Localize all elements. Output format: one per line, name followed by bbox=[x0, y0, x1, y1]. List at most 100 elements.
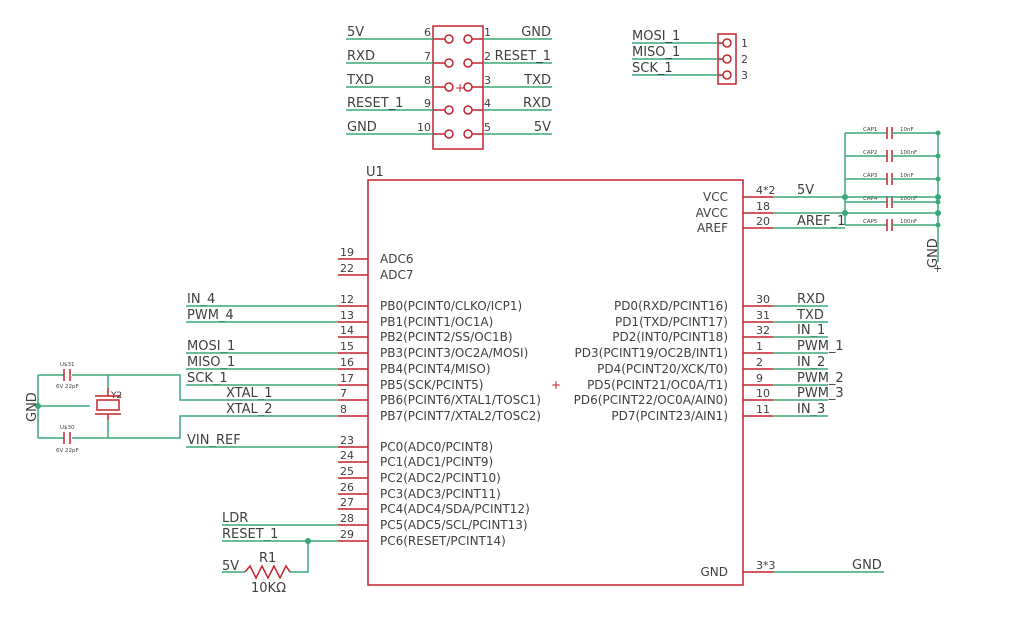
crystal-name: Y2 bbox=[110, 391, 122, 401]
u1-left-pin-num: 12 bbox=[340, 293, 354, 306]
header3-pin-hole bbox=[722, 38, 732, 48]
header10-right-pin: 5 bbox=[484, 121, 491, 134]
u1-left-pin-num: 8 bbox=[340, 403, 347, 416]
u1-left-pin-name: PC5(ADC5/SCL/PCINT13) bbox=[380, 518, 528, 532]
header10-left-pin: 10 bbox=[417, 121, 431, 134]
u1-right-net-label: IN_1 bbox=[797, 323, 825, 338]
u1-left-pin-name: PC3(ADC3/PCINT11) bbox=[380, 487, 501, 501]
u1-right-pin-num: 10 bbox=[756, 387, 770, 400]
u1-left-pin-num: 17 bbox=[340, 372, 354, 385]
u1-right-pin-name: PD4(PCINT20/XCK/T0) bbox=[597, 362, 728, 376]
header3-net: SCK_1 bbox=[632, 61, 673, 76]
header10-pin-hole bbox=[463, 105, 473, 115]
u1-right-pin-num: 18 bbox=[756, 200, 770, 213]
cap-junction bbox=[935, 199, 941, 205]
u1-left-pin-name: PC0(ADC0/PCINT8) bbox=[380, 440, 493, 454]
header10-left-pin: 9 bbox=[424, 97, 431, 110]
u1-right-pin-name: PD1(TXD/PCINT17) bbox=[615, 315, 728, 329]
crystal-cap-top-value: 6V 22pF bbox=[56, 384, 79, 390]
crystal-cap-top-name: U$31 bbox=[60, 362, 75, 368]
header10-right-pin: 4 bbox=[484, 97, 491, 110]
header10-left-net: GND bbox=[347, 120, 377, 135]
header10-left-net: 5V bbox=[347, 25, 364, 40]
header10-left-pin: 7 bbox=[424, 50, 431, 63]
header10-left-pin: 8 bbox=[424, 74, 431, 87]
header10-pin-hole bbox=[463, 34, 473, 44]
r1-value: 10KΩ bbox=[251, 581, 286, 596]
left-wiring bbox=[107, 305, 338, 573]
header10-right-net: RXD bbox=[523, 96, 551, 111]
u1-right-net-label: RXD bbox=[797, 292, 825, 307]
u1-left-pin-num: 25 bbox=[340, 465, 354, 478]
header10-pin-hole bbox=[463, 82, 473, 92]
u1-left-net-label: MISO_1 bbox=[187, 355, 235, 370]
header3-pin: 2 bbox=[741, 53, 748, 66]
header3-pin-hole bbox=[722, 70, 732, 80]
u1-right-pin-num: 31 bbox=[756, 309, 770, 322]
u1-left-pin-name: PC1(ADC1/PCINT9) bbox=[380, 455, 493, 469]
cap-junction bbox=[935, 153, 941, 159]
header10-left-pin: 6 bbox=[424, 26, 431, 39]
header10-right-pin: 3 bbox=[484, 74, 491, 87]
header10-pin-hole bbox=[463, 129, 473, 139]
u1-right-pin-name: PD6(PCINT22/OC0A/AIN0) bbox=[574, 393, 728, 407]
header3-pin: 1 bbox=[741, 37, 748, 50]
cap-value: 10nF bbox=[900, 173, 914, 179]
u1-right-net-label: AREF_1 bbox=[797, 214, 845, 229]
u1-left-pin-name: PC2(ADC2/PCINT10) bbox=[380, 471, 501, 485]
header10-right-pin: 1 bbox=[484, 26, 491, 39]
header10-pin-hole bbox=[444, 82, 454, 92]
u1-right-pin-name: PD0(RXD/PCINT16) bbox=[614, 299, 728, 313]
u1-left-pin-num: 22 bbox=[340, 262, 354, 275]
header3-pin: 3 bbox=[741, 69, 748, 82]
u1-right-pin-name: AREF bbox=[697, 221, 728, 235]
u1-right-pin-num: 30 bbox=[756, 293, 770, 306]
u1-left-net-label: MOSI_1 bbox=[187, 339, 235, 354]
u1-left-pin-num: 26 bbox=[340, 481, 354, 494]
u1-right-pin-num: 2 bbox=[756, 356, 763, 369]
u1-right-net-label: TXD bbox=[796, 308, 824, 323]
u1-right-pin-num: 1 bbox=[756, 340, 763, 353]
u1-right-pin-num: 3*3 bbox=[756, 559, 776, 572]
u1-left-pin-name: PB4(PCINT4/MISO) bbox=[380, 362, 491, 376]
u1-left-pin-num: 7 bbox=[340, 387, 347, 400]
svg-text:+: + bbox=[551, 378, 561, 392]
crystal-section: U$31 6V 22pF U$30 6V 22pF GND Y2 bbox=[25, 362, 122, 454]
u1-right-pin-name: PD5(PCINT21/OC0A/T1) bbox=[587, 378, 728, 392]
u1-left-net-label: XTAL_2 bbox=[226, 402, 273, 417]
header10-left-net: RXD bbox=[347, 49, 375, 64]
u1-left-pin-name: PB5(SCK/PCINT5) bbox=[380, 378, 483, 392]
u1-right-net-label: 5V bbox=[797, 183, 814, 198]
u1-right-net-label: PWM_3 bbox=[797, 386, 844, 401]
u1-left-pin-num: 14 bbox=[340, 324, 354, 337]
u1-right-net-label: IN_3 bbox=[797, 402, 825, 417]
cap-name: CAP3 bbox=[863, 173, 878, 179]
header10-pin-hole bbox=[444, 34, 454, 44]
header10-pin-hole bbox=[444, 129, 454, 139]
u1-right-pin-num: 11 bbox=[756, 403, 770, 416]
cap-value: 10nF bbox=[900, 127, 914, 133]
u1-right-pin-name: AVCC bbox=[696, 206, 728, 220]
cap-value: 100nF bbox=[900, 150, 917, 156]
cap-junction bbox=[935, 130, 941, 136]
u1-name: U1 bbox=[366, 165, 384, 180]
header10-right-net: TXD bbox=[523, 73, 551, 88]
cap-junction bbox=[935, 222, 941, 228]
cap-value: 100nF bbox=[900, 196, 917, 202]
header10-left-net: TXD bbox=[346, 73, 374, 88]
u1-left-pin-num: 19 bbox=[340, 246, 354, 259]
u1-right-pin-name: PD2(INT0/PCINT18) bbox=[612, 330, 728, 344]
u1-right-pin-num: 4*2 bbox=[756, 184, 776, 197]
header3-net: MOSI_1 bbox=[632, 29, 680, 44]
u1-left-pin-name: ADC6 bbox=[380, 252, 413, 266]
u1-left-net-label: LDR bbox=[222, 511, 248, 526]
r1-net-label: 5V bbox=[222, 559, 239, 574]
u1-right-net-label: GND bbox=[852, 558, 882, 573]
u1-left-pin-num: 15 bbox=[340, 340, 354, 353]
